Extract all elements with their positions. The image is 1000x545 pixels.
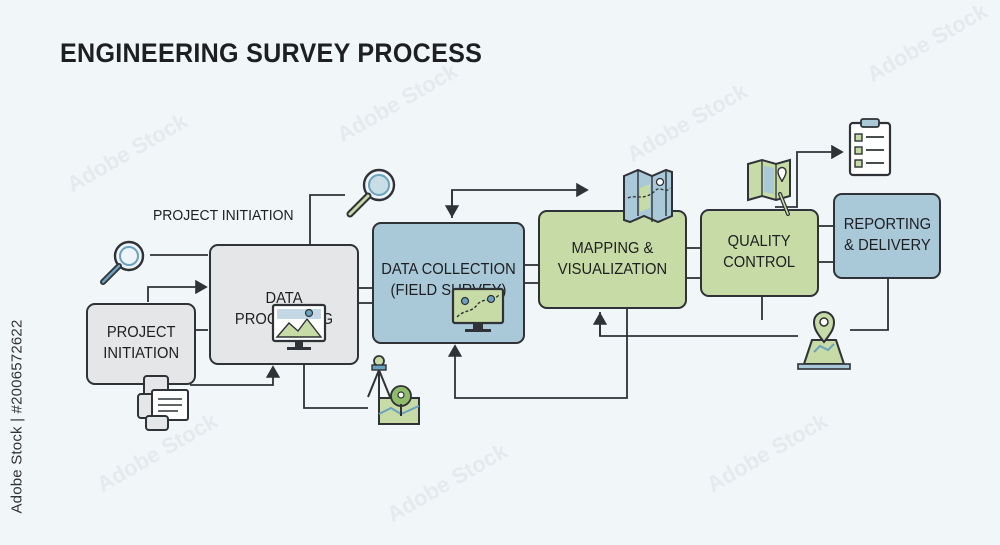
location-pin-icon bbox=[797, 310, 851, 370]
monitor-map-icon bbox=[271, 303, 327, 350]
page-title: ENGINEERING SURVEY PROCESS bbox=[60, 38, 483, 68]
folded-map-icon bbox=[623, 168, 673, 224]
monitor-map-icon bbox=[451, 287, 505, 332]
step-quality-control: QUALITY CONTROL bbox=[700, 209, 819, 297]
step-reporting-delivery: REPORTING & DELIVERY bbox=[833, 193, 941, 279]
documents-icon bbox=[137, 375, 189, 431]
tripod-icon bbox=[367, 355, 391, 398]
step-mapping-visualization: MAPPING & VISUALIZATION bbox=[538, 210, 687, 309]
magnifier-icon bbox=[346, 168, 396, 218]
floating-label: PROJECT INITIATION bbox=[153, 207, 294, 224]
checklist-icon bbox=[848, 118, 892, 177]
step-project-initiation: PROJECT INITIATION bbox=[86, 303, 196, 385]
map-pen-icon bbox=[747, 158, 791, 216]
tree-map-icon bbox=[378, 385, 420, 425]
magnifier-icon bbox=[100, 240, 145, 285]
